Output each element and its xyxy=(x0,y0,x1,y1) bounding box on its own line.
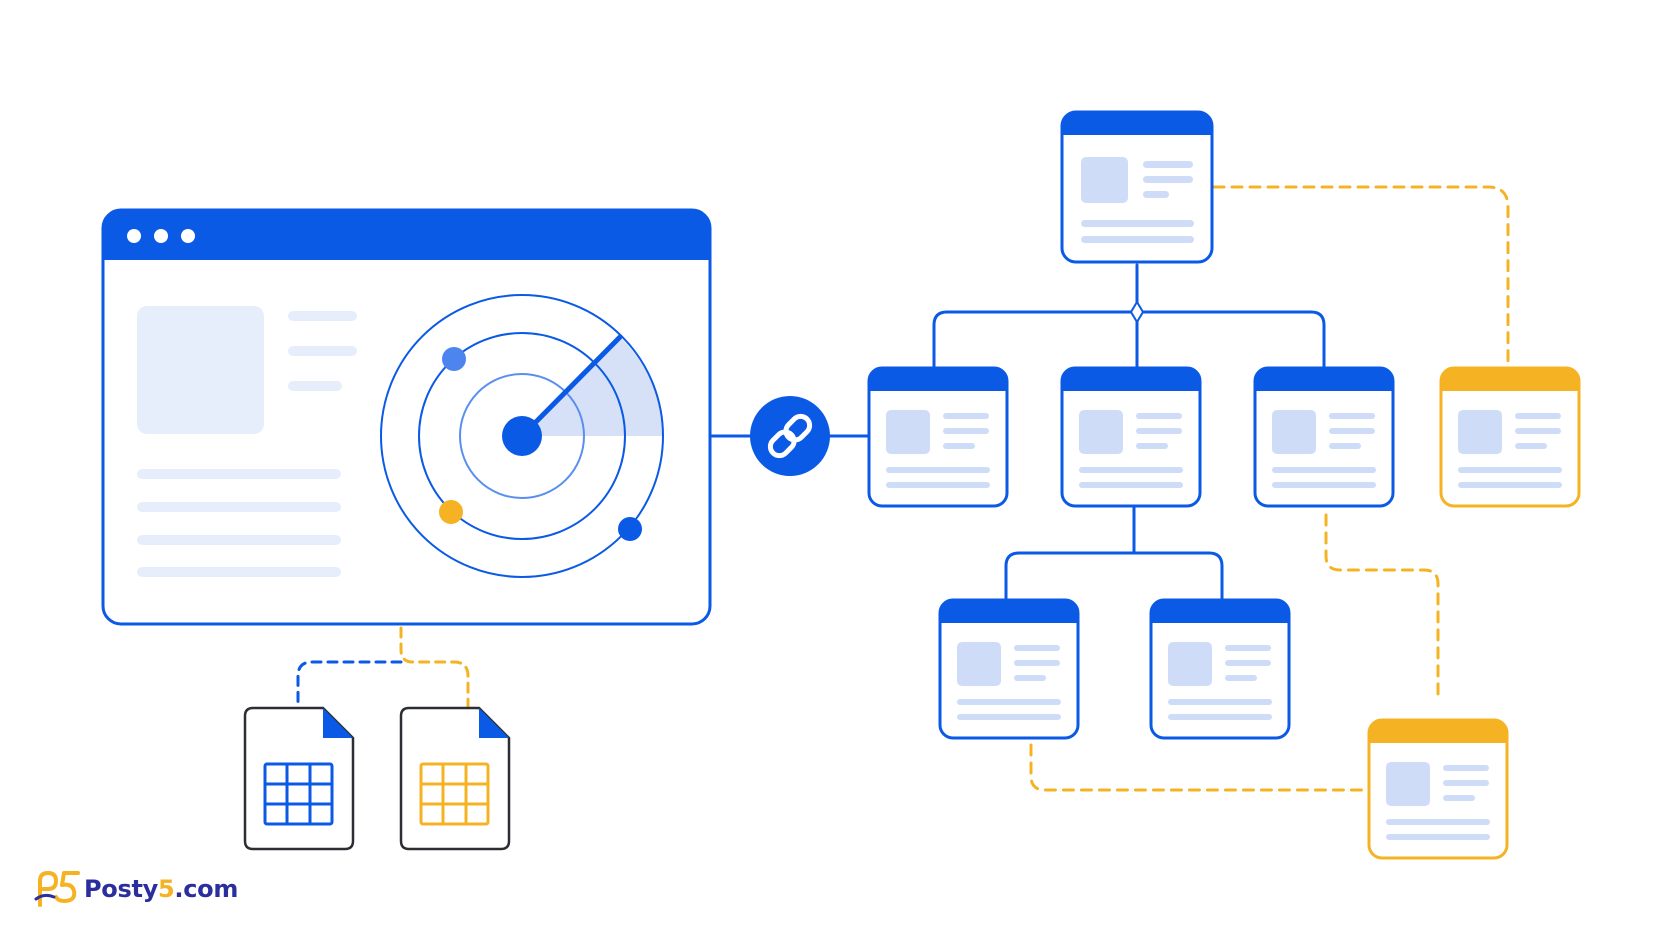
link-node xyxy=(750,396,830,476)
radar-blip xyxy=(442,347,466,371)
dashed-line-window-to-files-yellow xyxy=(399,626,470,708)
radar-ring xyxy=(418,332,626,540)
dashed-line-root-to-yellow xyxy=(1212,185,1510,366)
sitemap-root-page xyxy=(1060,110,1214,264)
sitemap-yellow-page xyxy=(1439,366,1581,508)
paragraph-line xyxy=(137,502,341,512)
spreadsheet-file-icon xyxy=(243,706,355,851)
radar-sweep xyxy=(522,337,663,436)
paragraph-line xyxy=(137,567,341,577)
brand-name: Posty xyxy=(84,875,158,903)
brand-suffix: .com xyxy=(174,875,239,903)
paragraph-line xyxy=(137,469,341,479)
text-line xyxy=(288,346,357,356)
paragraph-line xyxy=(137,535,341,545)
window-dot xyxy=(127,229,141,243)
tree-line-level1-to-level2 xyxy=(1004,506,1224,600)
junction-diamond-icon xyxy=(1129,300,1145,324)
radar-blip xyxy=(618,517,642,541)
browser-window xyxy=(101,208,712,626)
text-line xyxy=(288,311,357,321)
window-dot xyxy=(181,229,195,243)
sitemap-level2-page xyxy=(938,598,1080,740)
radar-ring xyxy=(380,294,664,578)
brand-watermark: Posty5.com xyxy=(34,866,238,912)
dashed-line-window-to-files-blue xyxy=(296,660,403,708)
chain-link-icon xyxy=(767,413,813,459)
image-placeholder xyxy=(137,306,264,434)
brand-wordmark: Posty5.com xyxy=(84,875,238,903)
radar-center xyxy=(502,416,542,456)
posty5-logo-icon xyxy=(34,870,80,907)
tree-line-root-to-level1 xyxy=(932,263,1326,370)
sitemap-level2-page xyxy=(1149,598,1291,740)
sitemap-yellow-page xyxy=(1367,718,1509,860)
spreadsheet-file-icon xyxy=(399,706,511,851)
dashed-line-level2-to-yellow xyxy=(1029,743,1370,792)
text-line xyxy=(288,381,342,391)
browser-titlebar xyxy=(103,210,710,260)
sitemap-level1-page xyxy=(1253,366,1395,508)
sitemap-level1-page xyxy=(867,366,1009,508)
radar-needle xyxy=(519,334,623,439)
brand-digit: 5 xyxy=(157,875,175,903)
radar-scanner xyxy=(380,294,664,578)
radar-blip xyxy=(439,500,463,524)
radar-ring xyxy=(459,373,585,499)
dashed-line-page-to-yellow xyxy=(1324,513,1440,702)
window-dot xyxy=(154,229,168,243)
sitemap-level1-page xyxy=(1060,366,1202,508)
